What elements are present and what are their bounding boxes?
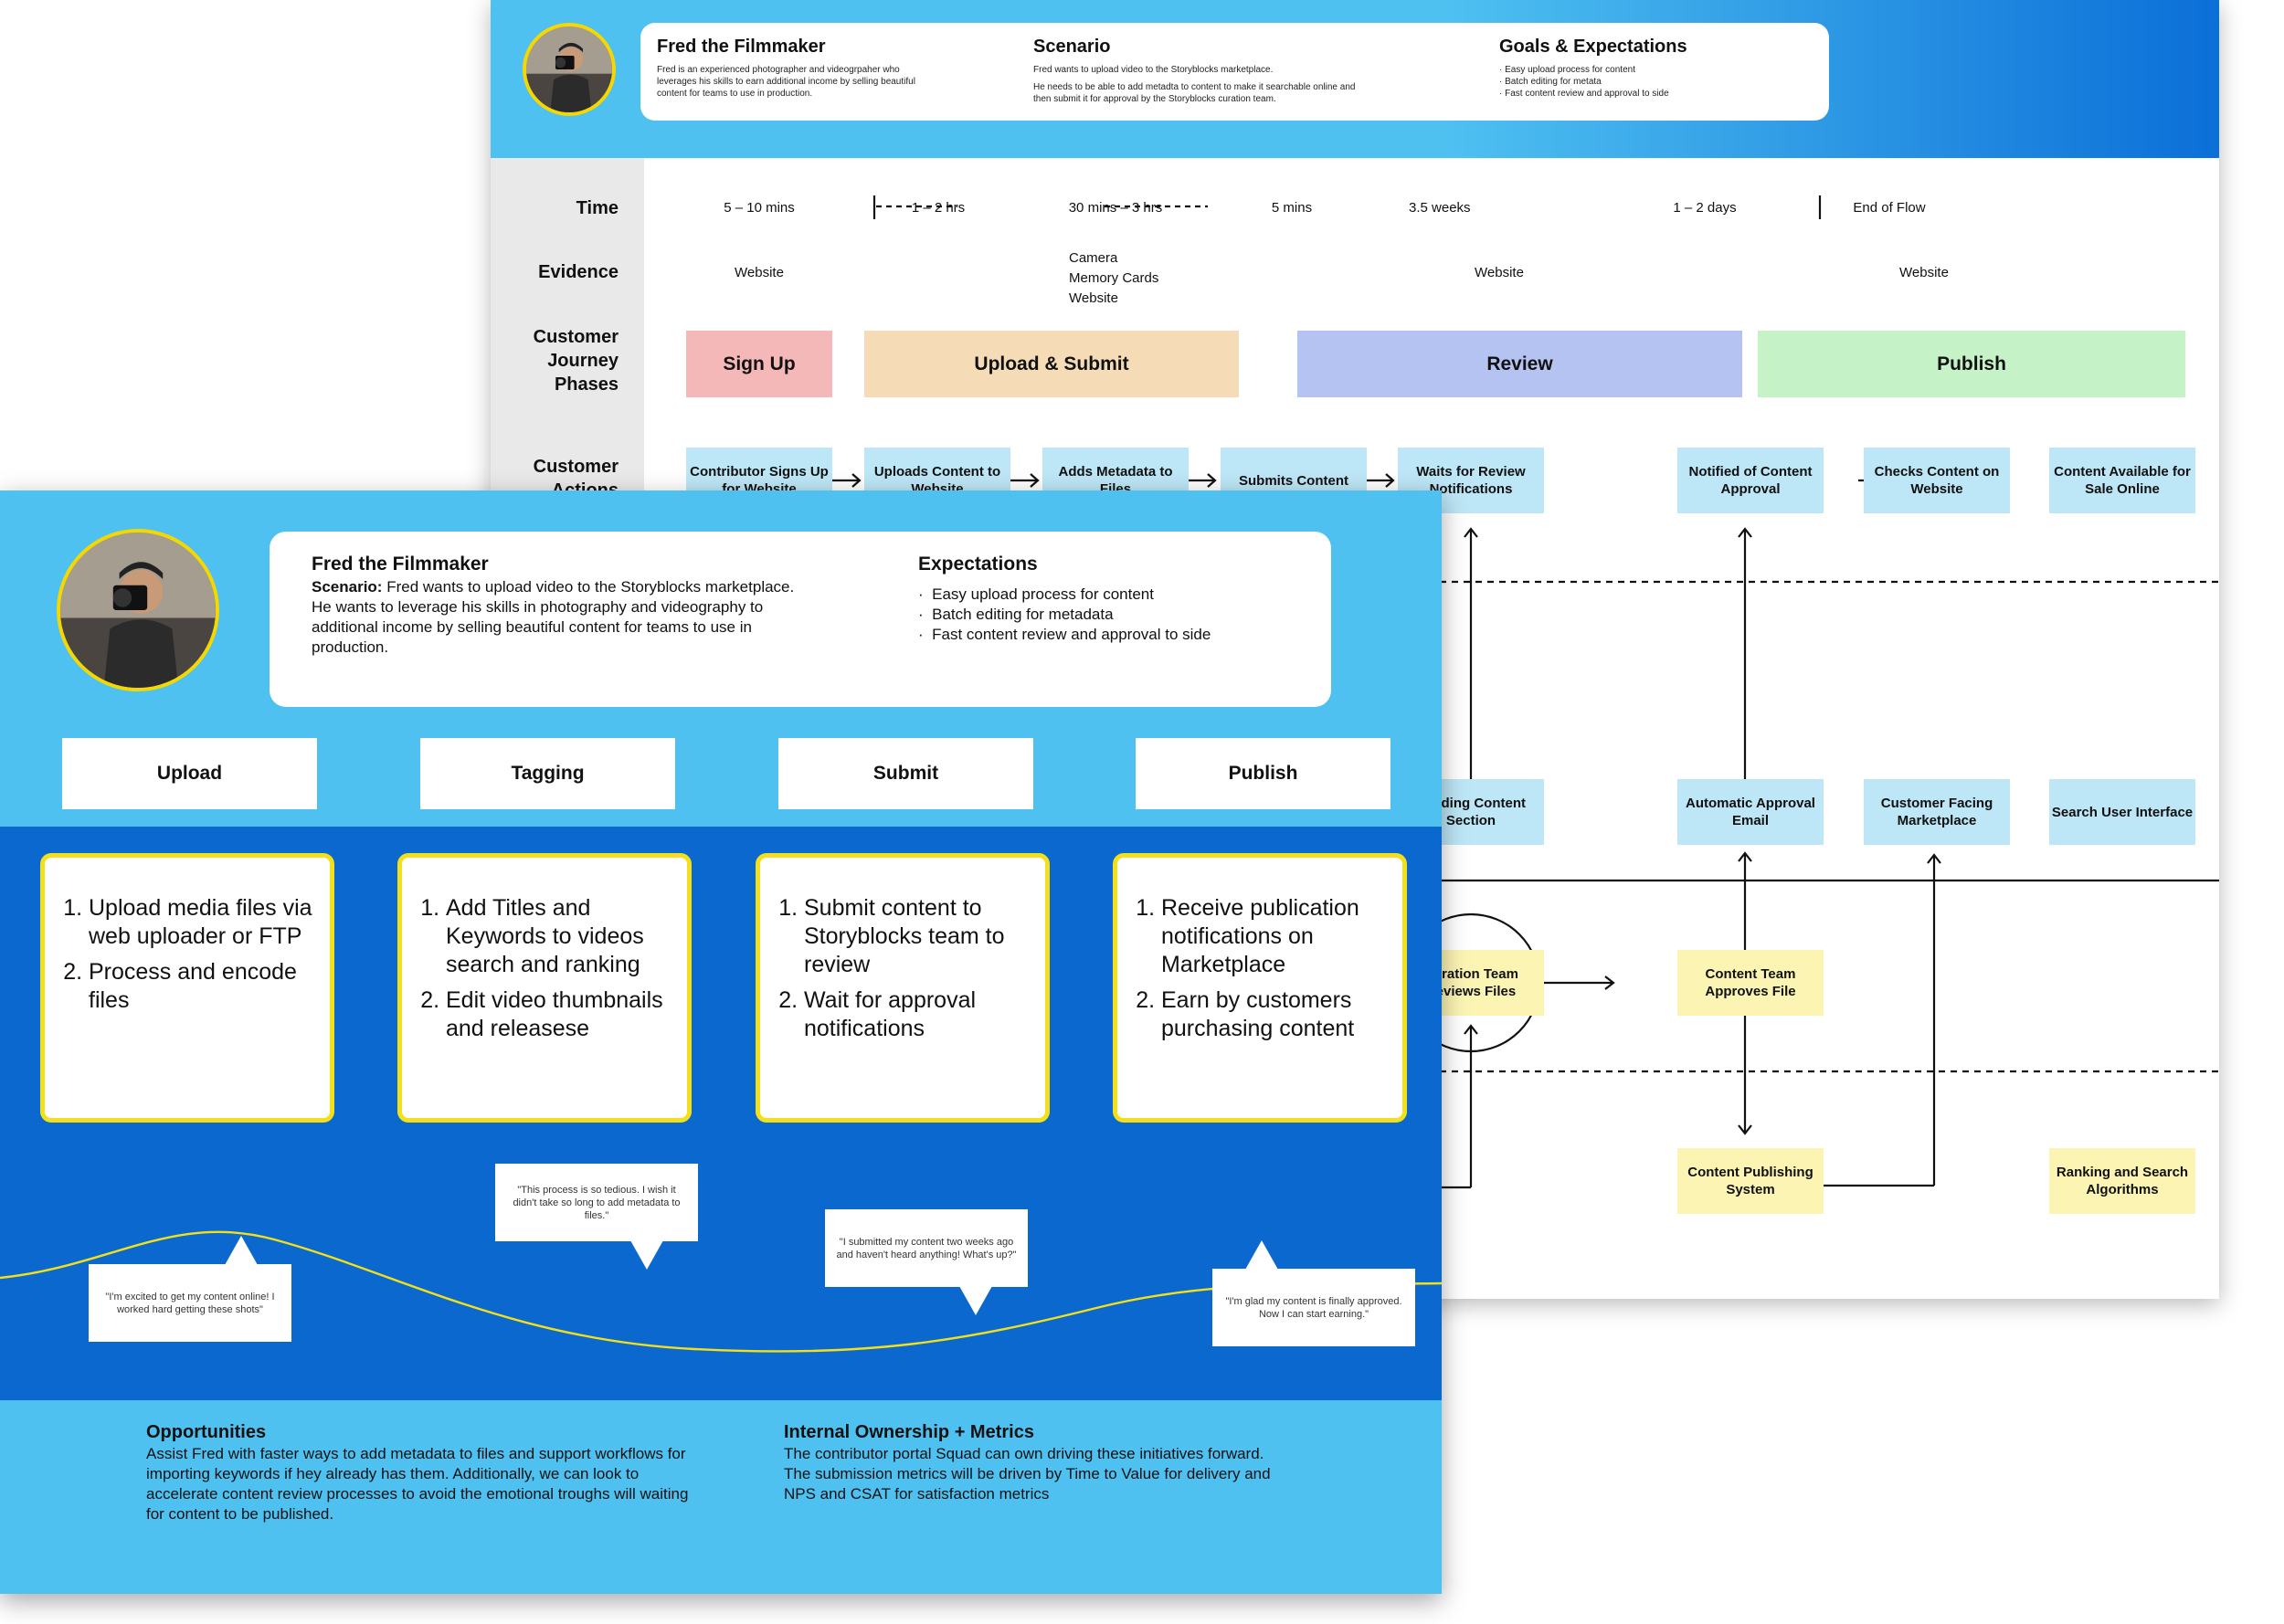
persona-avatar-photo [57, 529, 219, 691]
frontstage-sticky: Automatic Approval Email [1677, 779, 1824, 845]
support-sticky: Content Publishing System [1677, 1148, 1824, 1214]
phase-upload-submit: Upload & Submit [864, 331, 1239, 397]
stage-task-card: Submit content to Storyblocks team to re… [756, 853, 1050, 1123]
scenario-line-1: Fred wants to upload video to the Storyb… [1033, 65, 1274, 75]
persona-name: Fred the Filmmaker [312, 554, 489, 575]
scenario-title: Scenario [1033, 37, 1111, 57]
emotion-curve [0, 1230, 1442, 1353]
frontstage-sticky: Search User Interface [2049, 779, 2195, 845]
evidence-value: Website [1475, 265, 1524, 280]
expectations-title: Expectations [918, 554, 1038, 575]
photographer-illustration-icon [526, 26, 612, 112]
evidence-value: Website [735, 265, 784, 280]
stage-tab-publish: Publish [1136, 738, 1390, 809]
row-label-phases: Customer Journey Phases [533, 327, 619, 395]
goals-title: Goals & Expectations [1499, 37, 1687, 57]
time-value: 5 – 10 mins [724, 200, 795, 216]
support-sticky: Ranking and Search Algorithms [2049, 1148, 2195, 1214]
journey-persona-card: Fred the Filmmaker Scenario: Fred wants … [270, 532, 1331, 707]
action-sticky: Notified of Content Approval [1677, 448, 1824, 513]
opportunities-text: Assist Fred with faster ways to add meta… [146, 1445, 689, 1523]
scenario-line-2: He needs to be able to add metadta to co… [1033, 82, 1356, 104]
quote-bubble-tail [959, 1286, 992, 1315]
action-sticky: Checks Content on Website [1864, 448, 2010, 513]
quote-bubble: "I'm glad my content is finally approved… [1212, 1269, 1415, 1346]
time-value: 1 – 2 days [1673, 200, 1737, 216]
action-sticky: Content Available for Sale Online [2049, 448, 2195, 513]
goal-item: · Batch editing for metata [1499, 77, 1602, 87]
phase-publish: Publish [1758, 331, 2185, 397]
persona-scenario: Scenario: Fred wants to upload video to … [312, 578, 795, 656]
persona-avatar-photo [523, 23, 616, 116]
evidence-value: Camera Memory Cards Website [1069, 250, 1159, 306]
quote-bubble-tail [1245, 1240, 1278, 1270]
ownership-title: Internal Ownership + Metrics [784, 1422, 1034, 1442]
time-value: 3.5 weeks [1401, 200, 1478, 216]
persona-bio: Fred is an experienced photographer and … [657, 65, 915, 99]
blueprint-connectors [832, 195, 2219, 1189]
evidence-value: Website [1899, 265, 1949, 280]
ownership-text: The contributor portal Squad can own dri… [784, 1445, 1271, 1503]
time-value: 30 mins – 3 hrs [1068, 200, 1163, 216]
expectation-item: · Easy upload process for content [918, 585, 1154, 603]
persona-name: Fred the Filmmaker [657, 37, 826, 57]
expectation-item: · Fast content review and approval to si… [918, 626, 1211, 643]
quote-bubble: "I'm excited to get my content online! I… [89, 1264, 291, 1342]
opportunities-title: Opportunities [146, 1422, 267, 1442]
stage-tab-submit: Submit [778, 738, 1033, 809]
quote-bubble-tail [225, 1236, 258, 1265]
backstage-sticky: Content Team Approves File [1677, 950, 1824, 1016]
row-label-evidence: Evidence [538, 262, 619, 282]
goal-item: · Easy upload process for content [1499, 65, 1635, 75]
row-label-time: Time [576, 198, 619, 218]
time-value: End of Flow [1853, 200, 1926, 216]
stage-tab-upload: Upload [62, 738, 317, 809]
expectation-item: · Batch editing for metadata [918, 606, 1114, 623]
journey-map-board: Fred the Filmmaker Scenario: Fred wants … [0, 490, 1442, 1594]
goal-item: · Fast content review and approval to si… [1499, 89, 1669, 99]
stage-tab-tagging: Tagging [420, 738, 675, 809]
stage-task-card: Receive publication notifications on Mar… [1113, 853, 1407, 1123]
phase-sign-up: Sign Up [686, 331, 832, 397]
quote-bubble: "I submitted my content two weeks ago an… [825, 1209, 1028, 1287]
quote-bubble: "This process is so tedious. I wish it d… [495, 1164, 698, 1241]
photographer-illustration-icon [60, 533, 216, 688]
quote-bubble-tail [630, 1240, 663, 1270]
phase-review: Review [1297, 331, 1742, 397]
stage-task-card: Upload media files via web uploader or F… [40, 853, 334, 1123]
stage-task-card: Add Titles and Keywords to videos search… [397, 853, 692, 1123]
time-value: 1 – 2 hrs [911, 200, 966, 216]
frontstage-sticky: Customer Facing Marketplace [1864, 779, 2010, 845]
blueprint-persona-card: Fred the Filmmaker Fred is an experience… [640, 23, 1829, 121]
time-value: 5 mins [1271, 200, 1313, 216]
